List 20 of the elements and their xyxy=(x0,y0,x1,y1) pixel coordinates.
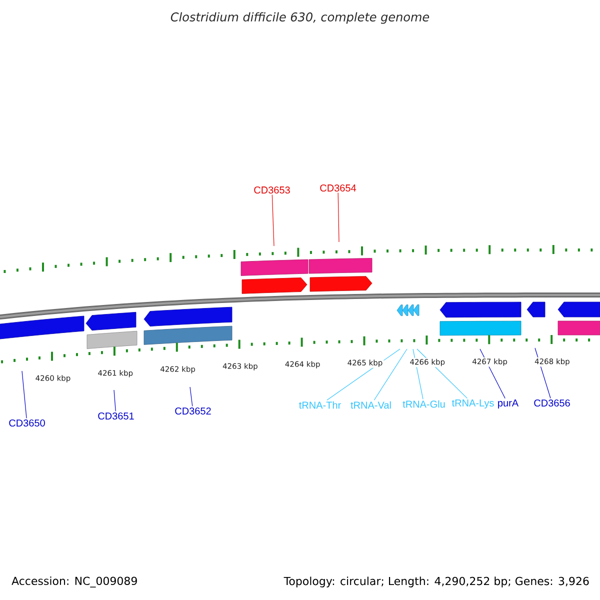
gene-label: CD3653 xyxy=(254,186,290,194)
gene-label: CD3654 xyxy=(320,184,356,192)
leader-line xyxy=(272,194,274,246)
gene-label: tRNA-Lys xyxy=(452,400,494,408)
gene-label: CD3651 xyxy=(98,412,134,420)
accession-label: Accession: NC_009089 xyxy=(12,576,137,588)
gene-label: tRNA-Glu xyxy=(402,400,445,408)
gene-label: CD3656 xyxy=(534,399,570,407)
leader-line xyxy=(114,390,116,412)
gene-label: CD3650 xyxy=(9,419,45,427)
gene-label: CD3652 xyxy=(175,407,211,415)
leader-line xyxy=(190,386,193,407)
gene-label: purA xyxy=(498,400,519,408)
leader-line xyxy=(22,370,27,419)
genome-info-label: Topology: circular; Length: 4,290,252 bp; Genes: 3,926 xyxy=(284,576,589,588)
gene-label: tRNA-Thr xyxy=(299,401,341,409)
leader-line xyxy=(374,348,408,400)
title: Clostridium difficile 630, complete genome xyxy=(170,12,430,24)
gene-label: tRNA-Val xyxy=(350,401,391,409)
leader-line xyxy=(338,192,340,242)
